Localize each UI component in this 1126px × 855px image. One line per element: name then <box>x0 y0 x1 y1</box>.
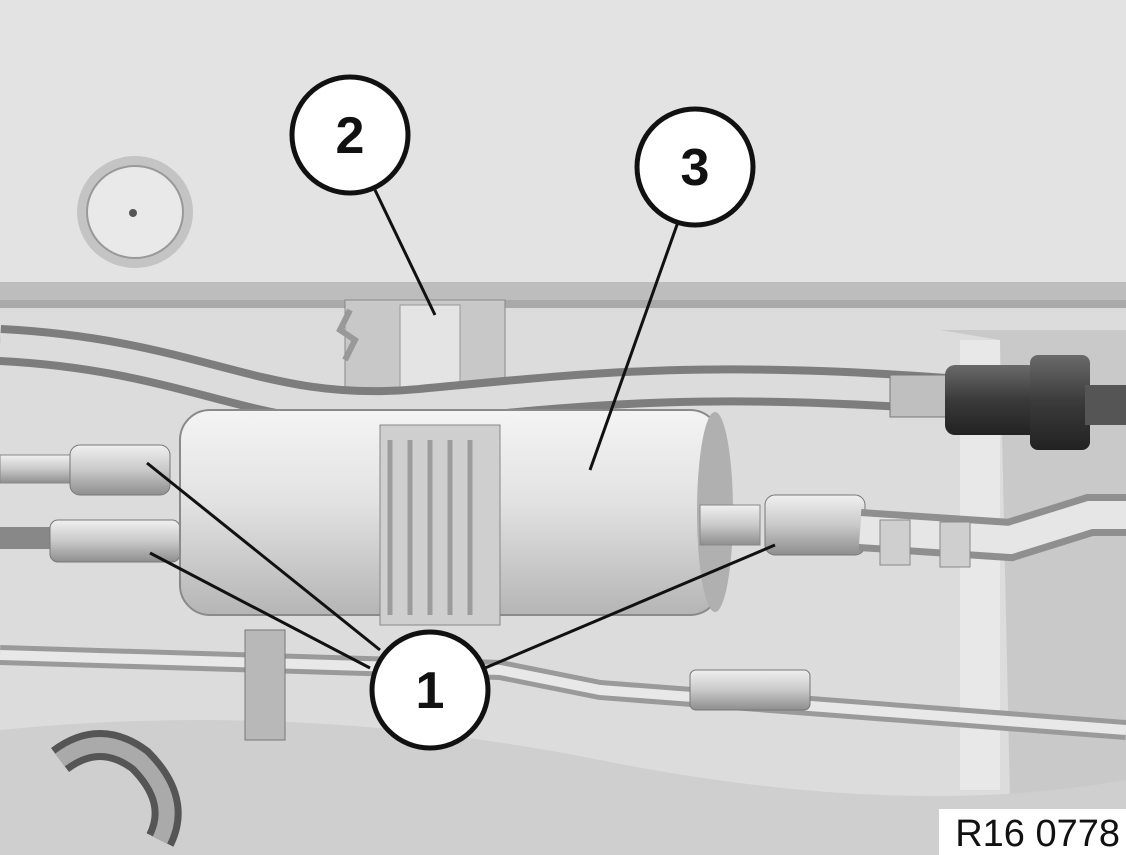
right-outlet-hose <box>699 494 1126 568</box>
callout-2: 2 <box>289 74 411 196</box>
callout-2-number: 2 <box>336 107 365 165</box>
filter-clamp-band <box>379 424 501 626</box>
lower-brake-line <box>0 629 1126 741</box>
callout-3-number: 3 <box>681 139 710 197</box>
leader-1c <box>484 543 776 670</box>
figure-reference-code: R16 0778 <box>939 809 1126 855</box>
upper-fuel-line <box>0 325 1126 450</box>
grommet-plug <box>77 156 193 268</box>
left-inlet-hoses <box>0 444 181 563</box>
fuel-filter <box>179 409 733 626</box>
lower-left-bent-pipe <box>51 730 182 847</box>
leader-2 <box>373 189 437 316</box>
leader-1a <box>146 461 381 652</box>
leader-1b <box>149 551 371 670</box>
callout-leader-lines <box>146 189 776 670</box>
leader-3 <box>588 221 680 471</box>
callout-1-number: 1 <box>416 662 445 720</box>
callout-3: 3 <box>634 106 756 228</box>
callout-1: 1 <box>369 629 491 751</box>
bracket-clip <box>336 299 506 396</box>
